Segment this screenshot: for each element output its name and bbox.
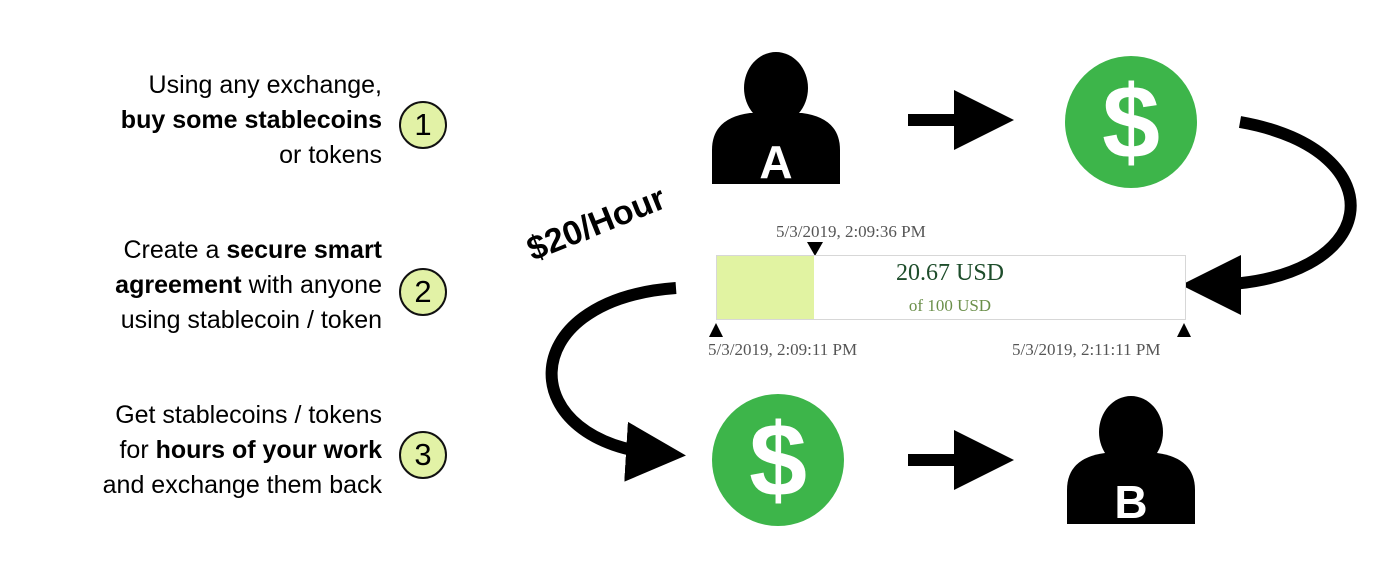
agreement-progress-bar xyxy=(716,255,1186,320)
step-3-text-a: for xyxy=(119,436,156,464)
step-2-line-3: using stablecoin / token xyxy=(120,306,382,334)
step-3-text: Get stablecoins / tokens for hours of yo… xyxy=(103,398,382,503)
progress-fill xyxy=(717,256,814,319)
step-1-bold-text: buy some stablecoins xyxy=(120,106,382,134)
step-2-badge: 2 xyxy=(399,268,447,316)
progress-total: of 100 USD xyxy=(908,296,992,315)
step-3-bold-text: hours of your work xyxy=(155,436,382,464)
step-3-line-1: Get stablecoins / tokens xyxy=(115,401,382,429)
person-a-icon: A xyxy=(712,52,840,188)
start-timestamp: 5/3/2019, 2:09:11 PM xyxy=(708,340,858,359)
arrow-agreement-to-coin xyxy=(545,282,686,482)
step-2-text-a: Create a xyxy=(123,236,227,264)
coin-icon-bottom: $ xyxy=(712,394,844,526)
coin-top-symbol: $ xyxy=(1102,65,1160,181)
step-3-line-3: and exchange them back xyxy=(102,471,382,499)
amount-unit: USD xyxy=(955,260,1004,286)
step-2-text-b: with anyone xyxy=(241,271,382,299)
amount-value: 20.67 xyxy=(895,260,950,286)
step-1-text: Using any exchange, buy some stablecoins… xyxy=(121,68,382,173)
end-time-marker xyxy=(1177,323,1191,337)
step-2-bold-2: agreement xyxy=(115,271,242,299)
current-timestamp: 5/3/2019, 2:09:36 PM xyxy=(776,222,926,241)
person-b-label: B xyxy=(1114,476,1147,528)
step-1-line-1: Using any exchange, xyxy=(148,71,382,99)
start-time-marker xyxy=(709,323,723,337)
arrow-coin-to-agreement xyxy=(1181,116,1357,315)
person-b-icon: B xyxy=(1067,396,1195,528)
person-a-label: A xyxy=(759,136,792,188)
coin-icon-top: $ xyxy=(1065,56,1197,188)
step-3-badge: 3 xyxy=(399,431,447,479)
step-2-text: Create a secure smart agreement with any… xyxy=(115,233,382,338)
step-1-line-3: or tokens xyxy=(279,141,382,169)
step-1-badge: 1 xyxy=(399,101,447,149)
coin-bottom-symbol: $ xyxy=(749,403,807,519)
end-timestamp: 5/3/2019, 2:11:11 PM xyxy=(1012,340,1161,359)
current-time-marker xyxy=(807,242,823,256)
progress-amount: 20.67 USD xyxy=(870,260,1030,287)
step-2-bold-1: secure smart xyxy=(226,236,382,264)
